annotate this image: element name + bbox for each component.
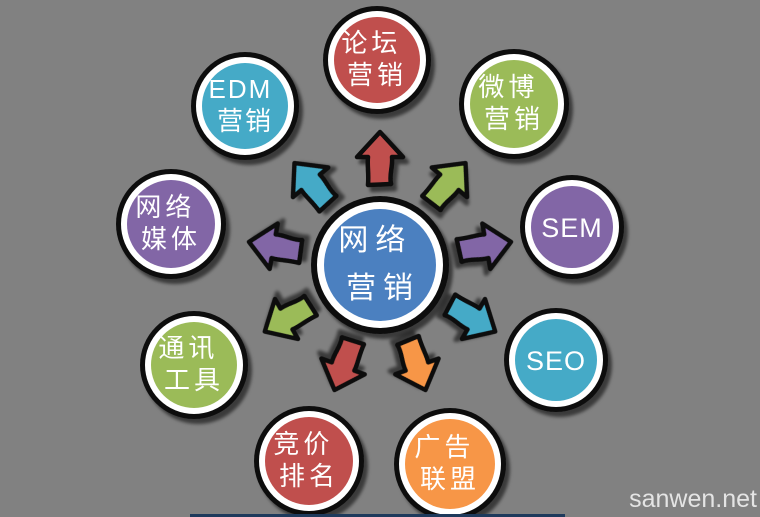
arrow-web-media [246, 221, 305, 272]
node-label: 网络 媒体 [135, 192, 206, 254]
bottom-edge-bar [190, 514, 565, 517]
arrow-messaging-tools [262, 293, 319, 342]
node-ad-alliance: 广告 联盟 [394, 408, 506, 517]
node-sem: SEM [520, 175, 624, 279]
node-fill [202, 63, 288, 149]
node-fill [127, 180, 215, 268]
arrow-bidding-rank [319, 335, 367, 393]
node-fill [324, 209, 436, 321]
arrow-sem [454, 221, 514, 272]
node-fill [405, 419, 495, 509]
node-label: SEM [541, 213, 603, 243]
node-fill [531, 186, 613, 268]
node-edm-marketing: EDM 营销 [191, 52, 299, 160]
watermark: sanwen.net [629, 485, 757, 513]
node-label: EDM 营销 [208, 74, 281, 136]
node-messaging-tools: 通讯 工具 [140, 311, 248, 419]
node-web-media: 网络 媒体 [116, 169, 226, 279]
node-fill [470, 60, 558, 148]
node-forum-marketing: 论坛 营销 [323, 6, 431, 114]
node-bidding-rank: 竞价 排名 [254, 406, 364, 516]
arrow-weibo-marketing [419, 160, 470, 213]
node-fill [151, 322, 237, 408]
node-label: SEO [526, 346, 586, 376]
center-node-label: 网络 营销 [338, 224, 427, 305]
arrows [246, 129, 514, 393]
node-center-network-marketing: 网络 营销 [311, 196, 449, 334]
arrow-forum-marketing [354, 129, 406, 188]
node-fill [334, 17, 420, 103]
node-weibo-marketing: 微博 营销 [459, 49, 569, 159]
node-fill [515, 319, 597, 401]
node-fill [265, 417, 353, 505]
node-label: 微博 营销 [478, 72, 549, 134]
arrow-edm-marketing [290, 160, 339, 214]
node-label: 论坛 营销 [341, 28, 412, 90]
node-label: 广告 联盟 [414, 432, 485, 494]
node-label: 通讯 工具 [158, 333, 229, 395]
node-seo: SEO [504, 308, 608, 412]
arrow-ad-alliance [393, 333, 441, 393]
node-label: 竞价 排名 [273, 429, 344, 491]
arrow-seo [442, 292, 498, 342]
